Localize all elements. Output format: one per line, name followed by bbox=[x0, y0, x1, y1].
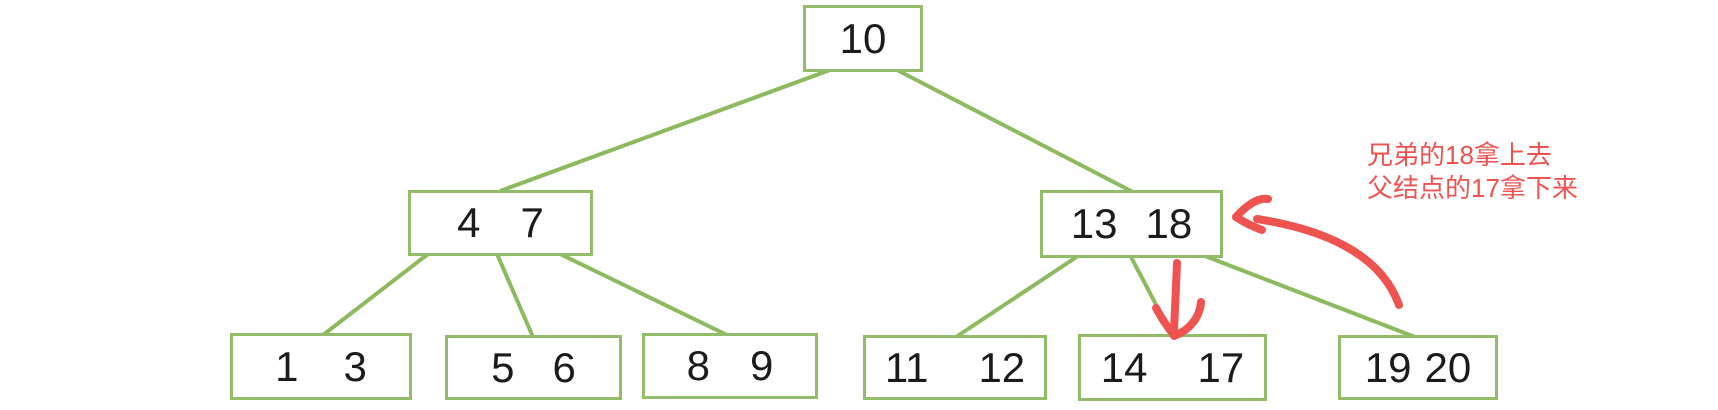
node-key: 12 bbox=[978, 343, 1026, 391]
tree-node-11-12: 11 12 bbox=[863, 335, 1047, 400]
tree-node-1-3: 1 3 bbox=[230, 333, 412, 400]
tree-node-14-17: 14 17 bbox=[1078, 334, 1267, 401]
node-key: 10 bbox=[839, 14, 887, 62]
node-key: 9 bbox=[750, 342, 774, 389]
tree-node-10: 10 bbox=[803, 5, 923, 72]
curved-arrow-to-node-13-18-icon bbox=[1232, 194, 1403, 309]
edge-13-18-to-14-17 bbox=[1129, 256, 1174, 336]
node-key: 13 bbox=[1070, 200, 1118, 247]
edge-10-to-13-18 bbox=[896, 68, 1134, 194]
edge-4-7-to-8-9 bbox=[555, 250, 728, 337]
node-key: 20 bbox=[1424, 343, 1472, 391]
node-key: 19 bbox=[1364, 343, 1412, 391]
edge-4-7-to-1-3 bbox=[321, 252, 430, 337]
node-key: 11 bbox=[884, 343, 929, 391]
node-key: 14 bbox=[1100, 343, 1148, 391]
node-key: 4 bbox=[457, 199, 481, 246]
edge-13-18-to-11-12 bbox=[954, 254, 1080, 339]
node-key: 3 bbox=[343, 342, 367, 390]
tree-node-4-7: 4 7 bbox=[408, 190, 593, 256]
annotation-line-2: 父结点的17拿下来 bbox=[1367, 173, 1578, 203]
node-key: 6 bbox=[552, 343, 576, 391]
down-arrow-to-node-14-17-icon bbox=[1152, 259, 1205, 340]
edge-13-18-to-19-20 bbox=[1204, 254, 1416, 339]
node-key: 5 bbox=[491, 343, 515, 391]
node-key: 1 bbox=[275, 342, 299, 390]
edge-4-7-to-5-6 bbox=[495, 253, 535, 338]
tree-node-5-6: 5 6 bbox=[445, 335, 622, 400]
annotation-text: 兄弟的18拿上去 父结点的17拿下来 bbox=[1367, 139, 1578, 205]
tree-node-19-20: 19 20 bbox=[1338, 335, 1498, 400]
node-key: 18 bbox=[1145, 200, 1193, 247]
tree-node-8-9: 8 9 bbox=[642, 333, 818, 399]
node-key: 8 bbox=[686, 342, 710, 389]
node-key: 7 bbox=[520, 199, 544, 246]
annotation-line-1: 兄弟的18拿上去 bbox=[1367, 140, 1552, 170]
node-key: 17 bbox=[1197, 343, 1245, 391]
tree-node-13-18: 13 18 bbox=[1040, 190, 1223, 258]
edge-10-to-4-7 bbox=[499, 68, 831, 193]
